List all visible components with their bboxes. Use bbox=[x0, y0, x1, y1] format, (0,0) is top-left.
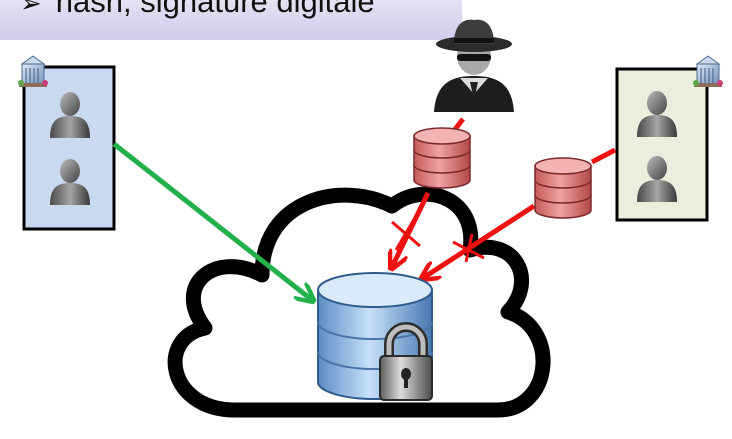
banner-label: hash, signature digitale bbox=[55, 0, 375, 19]
banner-title: ➢ hash, signature digitale bbox=[20, 0, 375, 20]
title-banner: ➢ hash, signature digitale bbox=[0, 0, 462, 40]
database-icon bbox=[413, 127, 471, 189]
attack-arrow bbox=[392, 191, 431, 267]
spy-icon bbox=[434, 19, 514, 112]
right-building-icon bbox=[692, 55, 724, 88]
valid-arrow bbox=[112, 142, 312, 300]
padlock-icon bbox=[379, 322, 433, 401]
attack-link bbox=[590, 147, 617, 165]
attack-arrow bbox=[423, 203, 536, 278]
database-icon bbox=[534, 157, 592, 219]
left-building-icon bbox=[17, 55, 49, 88]
bullet-arrow-icon: ➢ bbox=[20, 0, 42, 18]
x-mark-icon bbox=[391, 215, 421, 251]
x-mark-icon bbox=[452, 233, 485, 263]
